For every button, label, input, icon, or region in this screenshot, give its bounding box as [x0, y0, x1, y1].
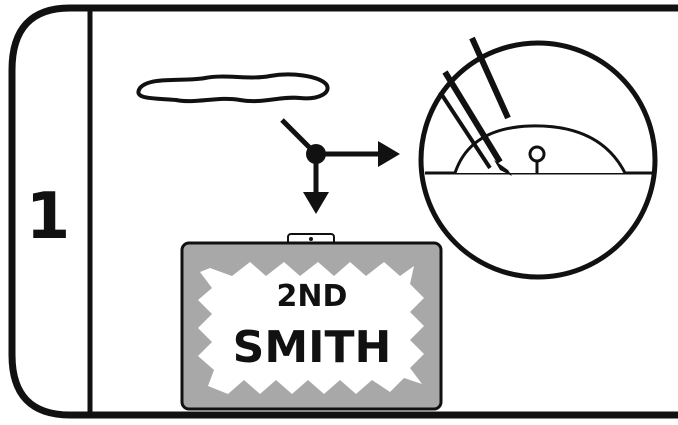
starburst-background	[198, 262, 424, 394]
panel-frame	[8, 4, 678, 419]
name-tag-line2: SMITH	[233, 322, 392, 373]
name-tag-line1: 2ND	[277, 279, 348, 314]
step-number: 1	[26, 180, 71, 254]
magnifier-detail-icon	[418, 36, 658, 280]
direction-arrows-icon	[280, 118, 400, 214]
name-tag-icon: 2ND SMITH	[180, 233, 443, 411]
splat-icon	[136, 72, 330, 104]
